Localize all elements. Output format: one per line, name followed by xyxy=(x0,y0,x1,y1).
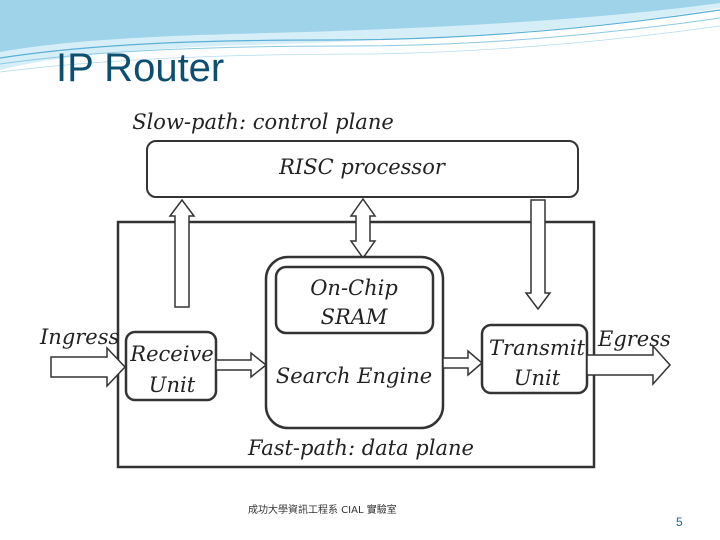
egress-arrow xyxy=(586,344,672,386)
transmit-unit-label-line1: Transmit xyxy=(489,336,585,360)
slow-path-label: Slow-path: control plane xyxy=(132,110,394,134)
header-swoosh xyxy=(0,0,720,73)
up-arrow-receive-to-risc xyxy=(168,198,196,308)
down-arrow-risc-to-transmit xyxy=(524,199,552,311)
transmit-unit-label-line2: Unit xyxy=(514,366,561,390)
egress-label: Egress xyxy=(597,327,671,351)
receive-to-search-arrow xyxy=(215,351,268,379)
ingress-arrow xyxy=(50,346,127,388)
page-number: 5 xyxy=(676,515,683,529)
on-chip-sram-box xyxy=(274,265,435,335)
slide-title: IP Router xyxy=(56,46,225,90)
search-to-transmit-arrow xyxy=(442,349,484,377)
receive-unit-label-line1: Receive xyxy=(129,342,213,366)
on-chip-sram-label-line1: On-Chip xyxy=(310,276,398,300)
receive-unit-label-line2: Unit xyxy=(149,373,196,397)
risc-processor-label: RISC processor xyxy=(278,155,447,179)
footer-text: 成功大學資訊工程系 CIAL 實驗室 xyxy=(248,505,397,516)
bidirectional-arrow-sram-risc xyxy=(349,197,377,260)
ingress-label: Ingress xyxy=(39,325,120,349)
on-chip-sram-label-line2: SRAM xyxy=(321,305,388,329)
search-engine-label: Search Engine xyxy=(276,364,432,388)
fast-path-label: Fast-path: data plane xyxy=(247,436,474,460)
risc-processor-box xyxy=(146,140,579,198)
ip-router-diagram: Slow-path: control plane RISC processor … xyxy=(37,104,683,474)
